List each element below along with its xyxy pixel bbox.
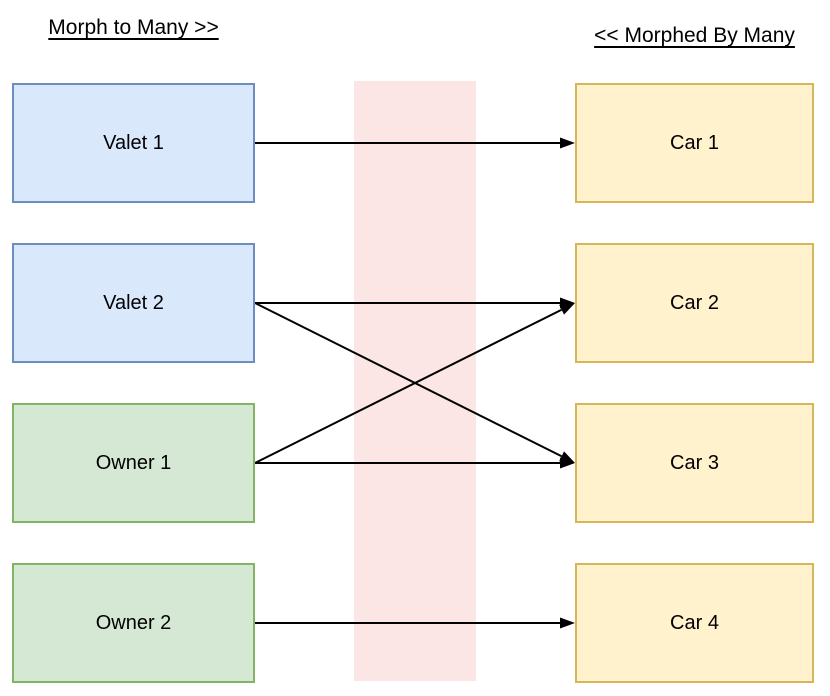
- node-label: Owner 2: [95, 611, 172, 634]
- node-label: Car 4: [670, 611, 719, 634]
- node-label: Car 3: [670, 451, 719, 474]
- node-valet-1: Valet 1: [12, 83, 255, 203]
- node-owner-1: Owner 1: [12, 403, 255, 523]
- arrowhead-valet-1-car-1: [560, 137, 575, 149]
- node-label: Owner 1: [95, 451, 172, 474]
- left-column-title: Morph to Many >>: [48, 16, 219, 39]
- edge-valet-2-car-3: [254, 302, 563, 458]
- node-car-3: Car 3: [575, 403, 814, 523]
- node-car-2: Car 2: [575, 243, 814, 363]
- highlight-band: [354, 81, 476, 681]
- node-car-4: Car 4: [575, 563, 814, 683]
- node-label: Valet 2: [103, 291, 164, 314]
- node-owner-2: Owner 2: [12, 563, 255, 683]
- arrowhead-owner-1-car-3: [560, 457, 575, 469]
- node-valet-2: Valet 2: [12, 243, 255, 363]
- right-column-title: << Morphed By Many: [594, 24, 795, 47]
- node-car-1: Car 1: [575, 83, 814, 203]
- node-label: Car 2: [670, 291, 719, 314]
- arrowhead-owner-2-car-4: [560, 617, 575, 629]
- edge-owner-1-car-2: [254, 308, 563, 464]
- node-label: Valet 1: [103, 131, 164, 154]
- arrowhead-owner-1-car-2: [559, 303, 575, 315]
- node-label: Car 1: [670, 131, 719, 154]
